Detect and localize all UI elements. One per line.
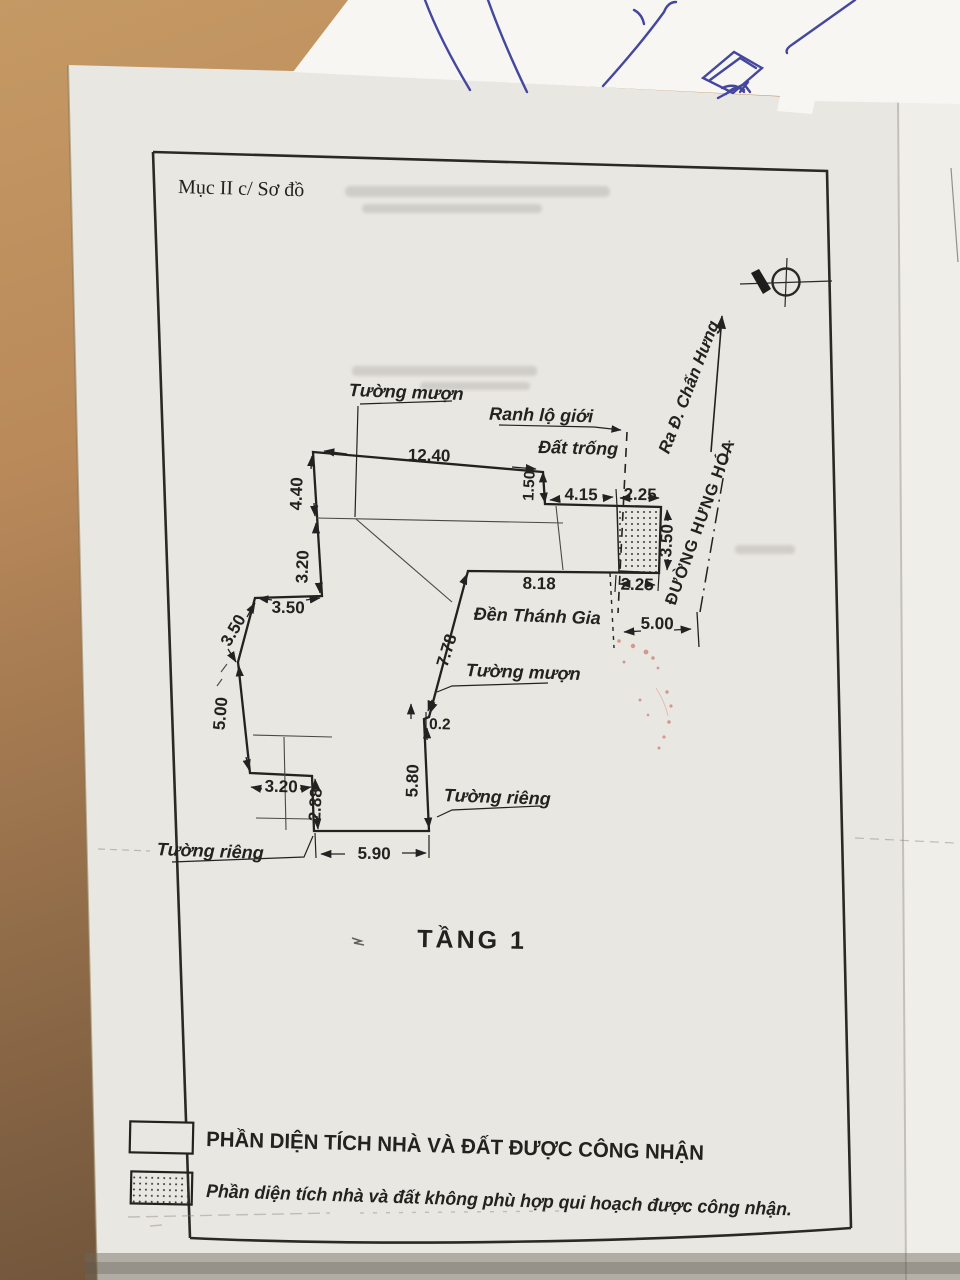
page-left-edge: [67, 64, 98, 1280]
dimension-labels: 12.40 4.40 3.20 3.50 3.50 5.00 3.20 2.88…: [210, 445, 677, 863]
crease-marks: [97, 837, 956, 852]
setback-dashed: [609, 572, 615, 649]
dim-edge-225-bottom: 2.25: [620, 575, 654, 595]
north-indicator-icon: [739, 257, 833, 308]
road-tick: [696, 611, 700, 648]
cell-border: [151, 150, 853, 1244]
dim-right-500: 5.00: [640, 614, 673, 634]
dim-left-440: 4.40: [286, 477, 306, 511]
red-bleed-marks: [617, 639, 673, 750]
dim-edge-415: 4.15: [564, 485, 597, 505]
bleed-through: [345, 186, 795, 554]
legend-swatch-recognized: [128, 1120, 195, 1155]
dim-jog-02: 0.2: [429, 716, 451, 733]
page-fold-right: [898, 96, 960, 1280]
label-tuong-muon-top: Tường mượn: [348, 380, 463, 404]
dimension-arrows: [227, 448, 692, 859]
dim-dashes: [216, 663, 228, 687]
dim-hatch-350: 3.50: [656, 524, 677, 558]
pen-scribbles: [423, 0, 857, 100]
legend-swatch-nonconforming: [129, 1170, 194, 1206]
parcel-outline: [236, 450, 663, 833]
dim-left-320: 3.20: [292, 550, 312, 584]
fold-line: [897, 95, 907, 1280]
dim-edge-225-top: 2.25: [623, 485, 656, 505]
interior-lines: [252, 505, 564, 831]
label-leaders: [171, 400, 660, 863]
hatched-area: [616, 505, 662, 574]
ink-smudge: [351, 937, 365, 946]
section-label: Mục II c/ Sơ đồ: [178, 176, 305, 201]
neighbor-box-border: [950, 167, 959, 263]
dim-step-350: 3.50: [271, 598, 305, 618]
road-direction-arrow: [710, 315, 727, 453]
dim-wall-580: 5.80: [402, 764, 422, 798]
dim-left-500: 5.00: [210, 696, 232, 731]
dim-top: 12.40: [408, 445, 451, 465]
dim-edge-818: 8.18: [522, 574, 556, 594]
legend-crease: [127, 1210, 561, 1227]
label-ranh-lo-gioi: Ranh lộ giới: [489, 404, 595, 427]
dim-bottom-288: 2.88: [305, 788, 326, 822]
floor-title: TẦNG 1: [417, 924, 527, 955]
note-paper: [293, 0, 960, 114]
label-den-thanh-gia: Đền Thánh Gia: [473, 604, 601, 628]
label-tuong-rieng-bottom: Tường riêng: [156, 839, 264, 863]
bottom-shadow-dark: [85, 1262, 960, 1274]
label-tuong-rieng-mid: Tường riêng: [443, 785, 551, 809]
parcel-drawing: 12.40 4.40 3.20 3.50 3.50 5.00 3.20 2.88…: [156, 380, 700, 863]
scanned-page: [68, 65, 960, 1280]
dim-bottom-320: 3.20: [264, 777, 298, 797]
label-dat-trong: Đất trống: [538, 437, 618, 459]
dim-bottom-590: 5.90: [357, 844, 390, 864]
bottom-shadow: [85, 1253, 960, 1280]
dim-drop-150: 1.50: [520, 470, 539, 501]
plan-labels: Tường mượn Ranh lộ giới Đất trống Đền Th…: [156, 380, 618, 863]
label-tuong-muon-mid: Tường mượn: [465, 660, 580, 684]
